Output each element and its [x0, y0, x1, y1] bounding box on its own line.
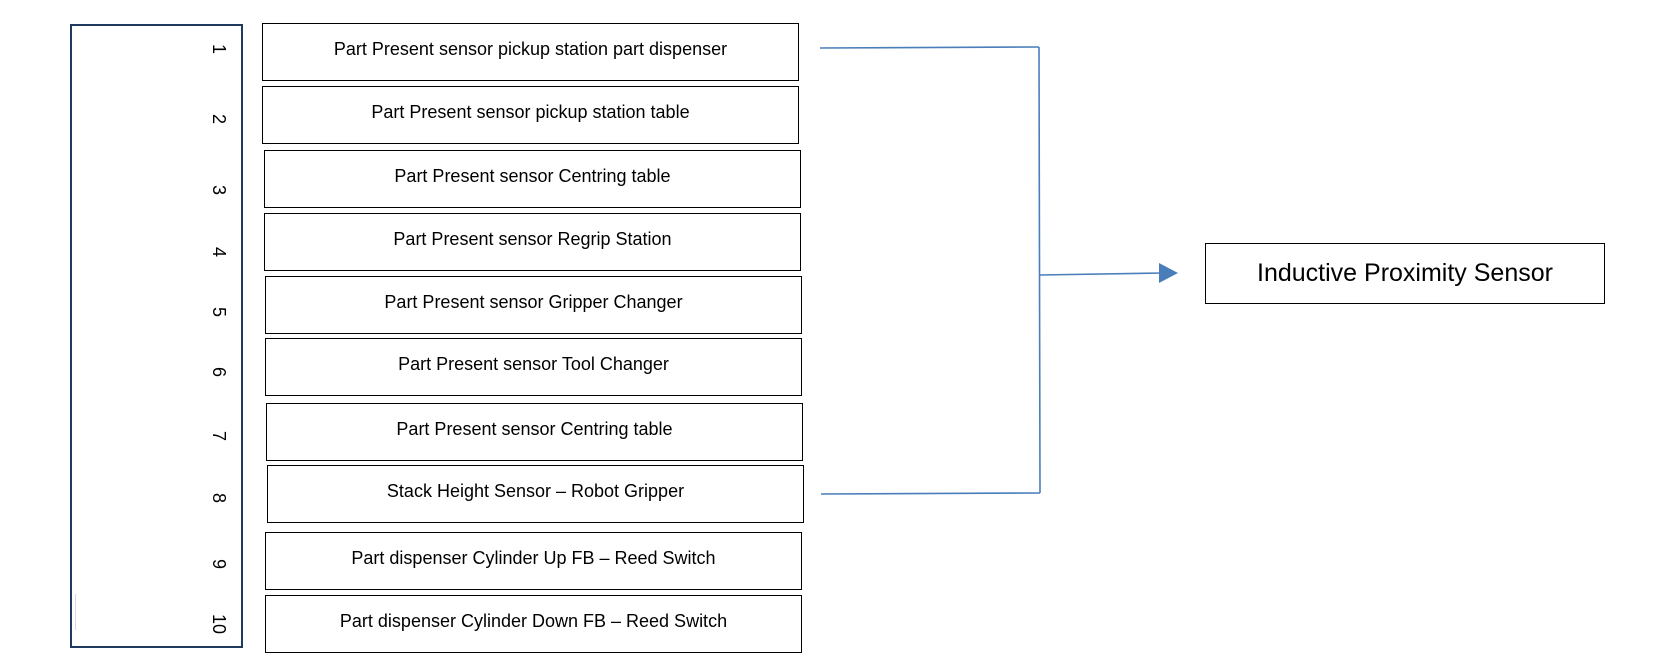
- sensor-box-1: Part Present sensor pickup station part …: [262, 23, 799, 81]
- sensor-box-4: Part Present sensor Regrip Station: [264, 213, 801, 271]
- sensor-box-5: Part Present sensor Gripper Changer: [265, 276, 802, 334]
- panel-tick-mark: [75, 594, 76, 630]
- sensor-box-10: Part dispenser Cylinder Down FB – Reed S…: [265, 595, 802, 653]
- target-box-inductive-proximity-sensor: Inductive Proximity Sensor: [1205, 243, 1605, 304]
- sensor-box-8: Stack Height Sensor – Robot Gripper: [267, 465, 804, 523]
- sensor-box-6: Part Present sensor Tool Changer: [265, 338, 802, 396]
- arrowhead-icon: [1159, 263, 1178, 283]
- number-panel: [70, 24, 243, 648]
- sensor-box-3: Part Present sensor Centring table: [264, 150, 801, 208]
- connector-bottom: [820, 492, 1041, 495]
- connector-arrow: [1039, 272, 1165, 276]
- sensor-box-2: Part Present sensor pickup station table: [262, 86, 799, 144]
- sensor-box-9: Part dispenser Cylinder Up FB – Reed Swi…: [265, 532, 802, 590]
- sensor-box-7: Part Present sensor Centring table: [266, 403, 803, 461]
- connector-top: [819, 46, 1040, 49]
- connector-vertical: [1038, 46, 1041, 494]
